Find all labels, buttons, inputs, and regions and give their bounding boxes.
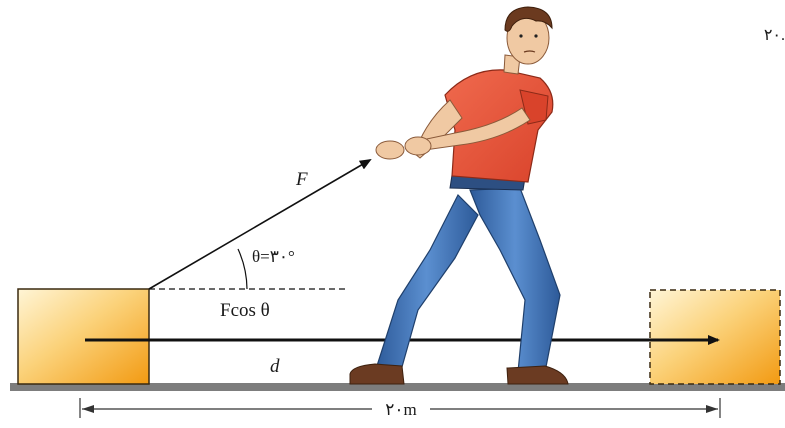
box-final bbox=[649, 289, 781, 385]
displacement-label: d bbox=[270, 356, 280, 377]
person-pulling bbox=[349, 6, 569, 385]
ground bbox=[10, 383, 785, 391]
force-label: F bbox=[295, 169, 308, 190]
angle-arc bbox=[237, 248, 248, 290]
force-vector bbox=[148, 158, 372, 290]
distance-arrowhead-left bbox=[82, 405, 94, 413]
box-initial bbox=[17, 288, 150, 385]
component-label: Fcos θ bbox=[220, 300, 270, 321]
angle-label: θ=۳۰° bbox=[252, 247, 295, 266]
distance-label: ۲۰m bbox=[385, 400, 417, 419]
problem-number: ۲۰. bbox=[764, 27, 785, 44]
distance-arrowhead-right bbox=[706, 405, 718, 413]
